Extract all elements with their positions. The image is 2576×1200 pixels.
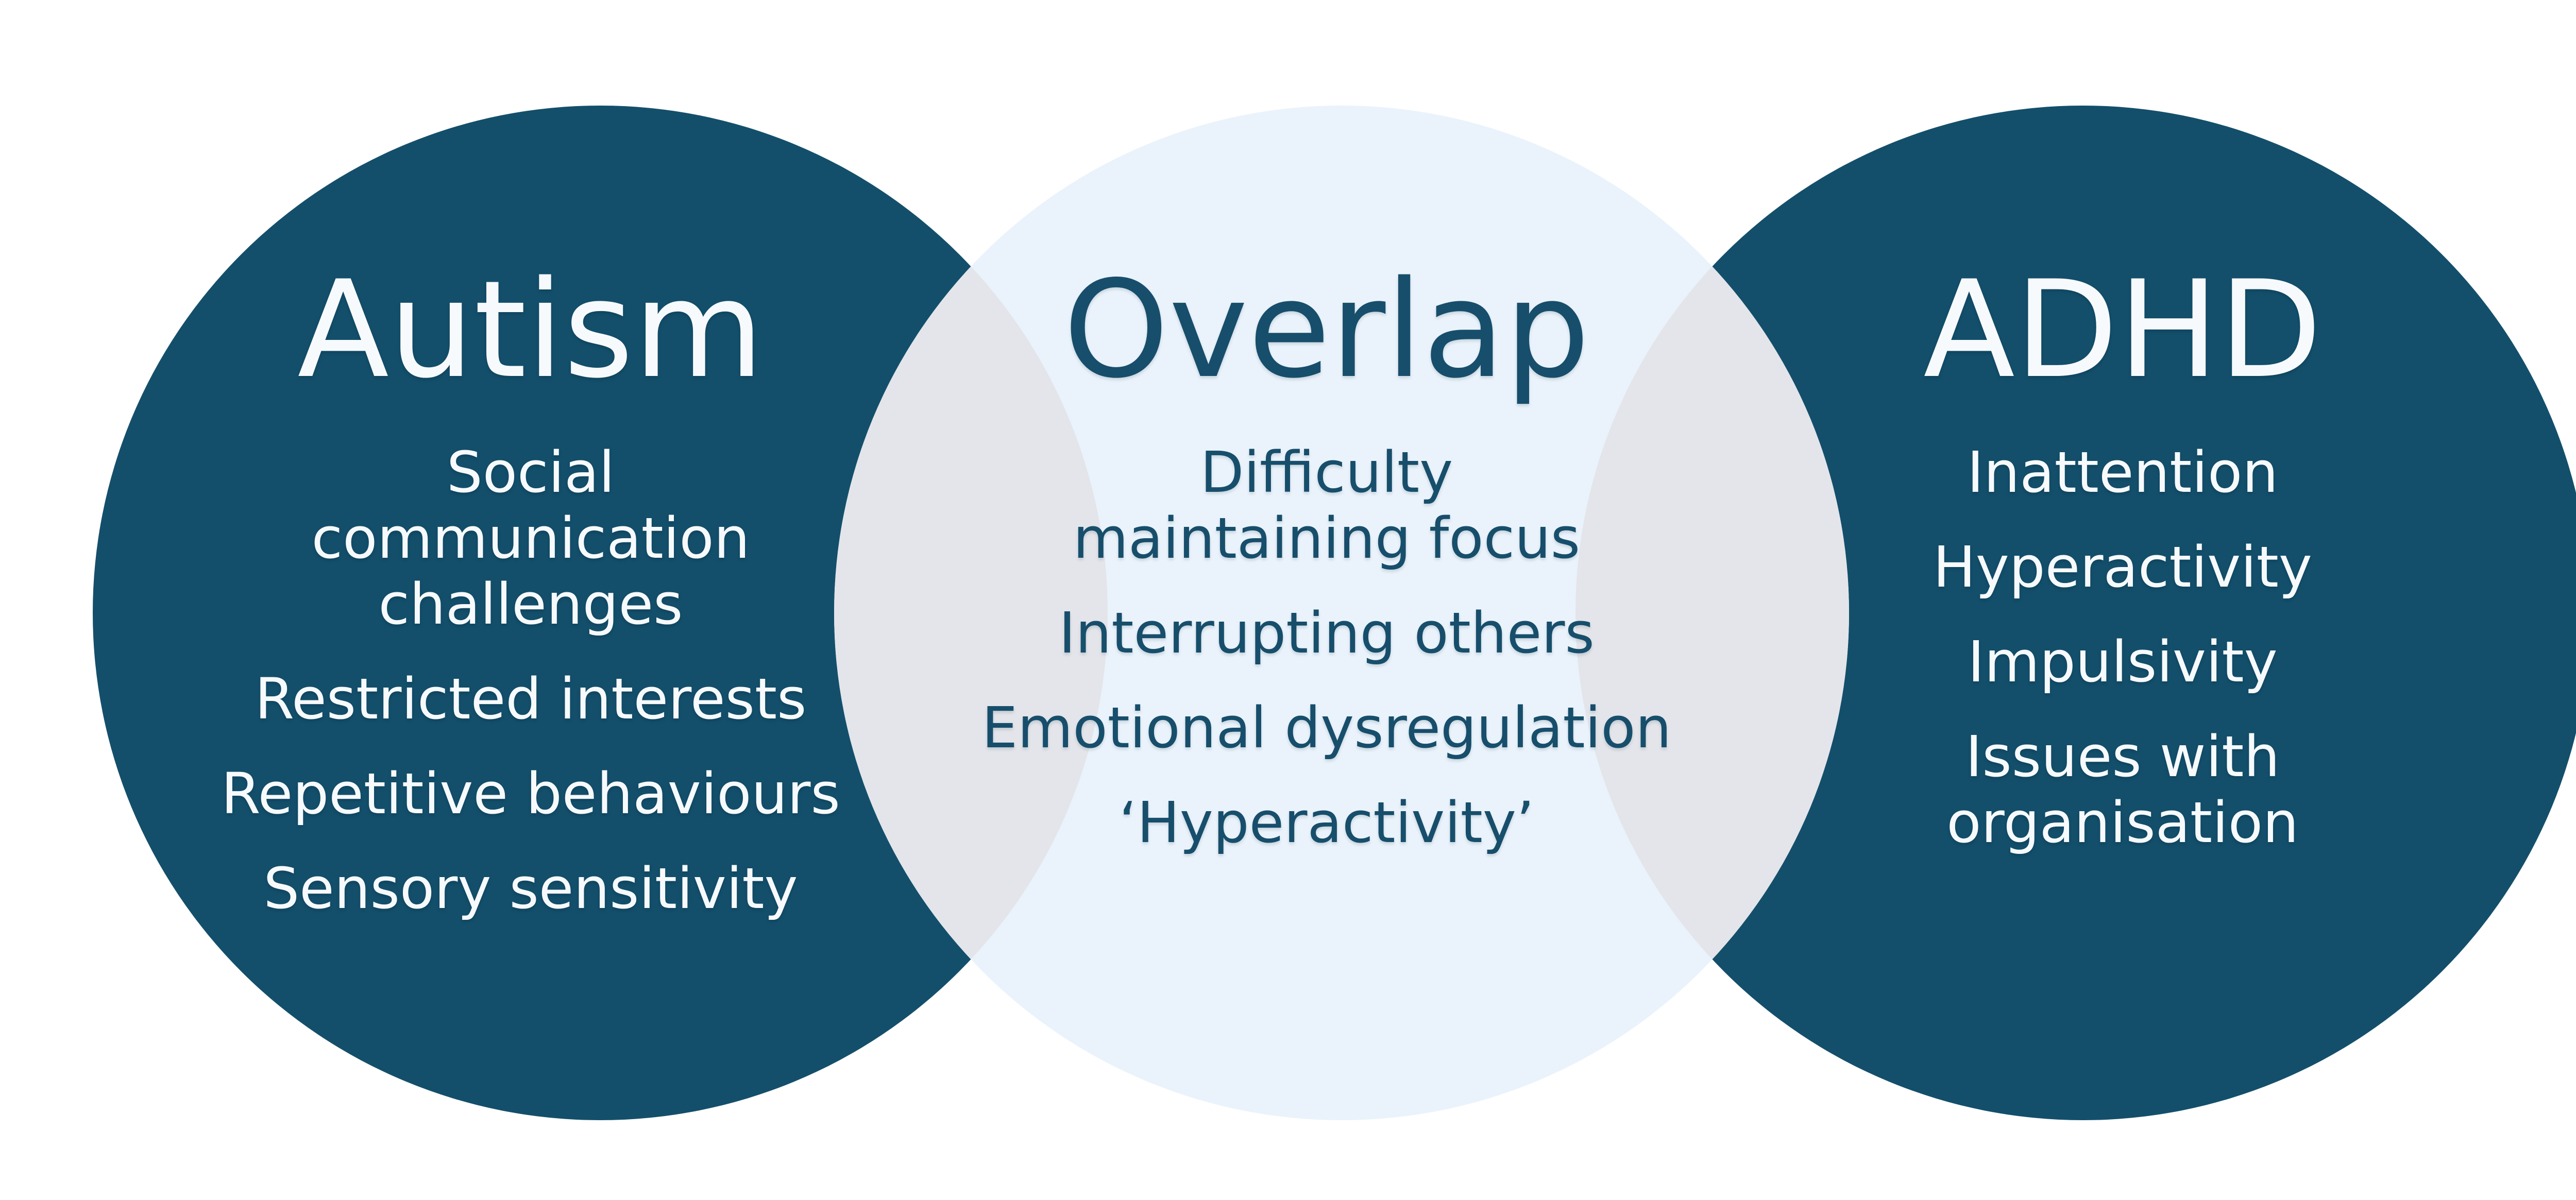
overlap-item-difficulty-focus: Difficulty maintaining focus — [1073, 439, 1581, 571]
autism-item-social-communication: Social communication challenges — [311, 439, 750, 637]
adhd-item-impulsivity: Impulsivity — [1968, 629, 2278, 695]
adhd-item-inattention: Inattention — [1967, 439, 2278, 505]
adhd-item-hyperactivity: Hyperactivity — [1933, 534, 2312, 600]
autism-item-restricted-interests: Restricted interests — [255, 666, 807, 732]
adhd-circle — [1575, 106, 2576, 1120]
autism-item-sensory-sensitivity: Sensory sensitivity — [263, 855, 798, 921]
autism-section: Autism Social communication challenges R… — [144, 250, 917, 921]
autism-circle — [93, 106, 1108, 1120]
adhd-item-issues-organisation: Issues with organisation — [1946, 724, 2299, 855]
overlap-title: Overlap — [1063, 252, 1590, 408]
overlap-item-hyperactivity: ‘Hyperactivity’ — [1119, 790, 1534, 855]
overlap-circle — [834, 106, 1849, 1120]
adhd-title: ADHD — [1923, 252, 2322, 408]
adhd-section: ADHD Inattention Hyperactivity Impulsivi… — [1736, 250, 2509, 855]
autism-title: Autism — [297, 252, 764, 408]
autism-item-repetitive-behaviours: Repetitive behaviours — [221, 761, 840, 827]
overlap-item-emotional-dysregulation: Emotional dysregulation — [981, 695, 1672, 761]
overlap-section: Overlap Difficulty maintaining focus Int… — [940, 250, 1713, 855]
overlap-item-interrupting-others: Interrupting others — [1059, 600, 1595, 666]
